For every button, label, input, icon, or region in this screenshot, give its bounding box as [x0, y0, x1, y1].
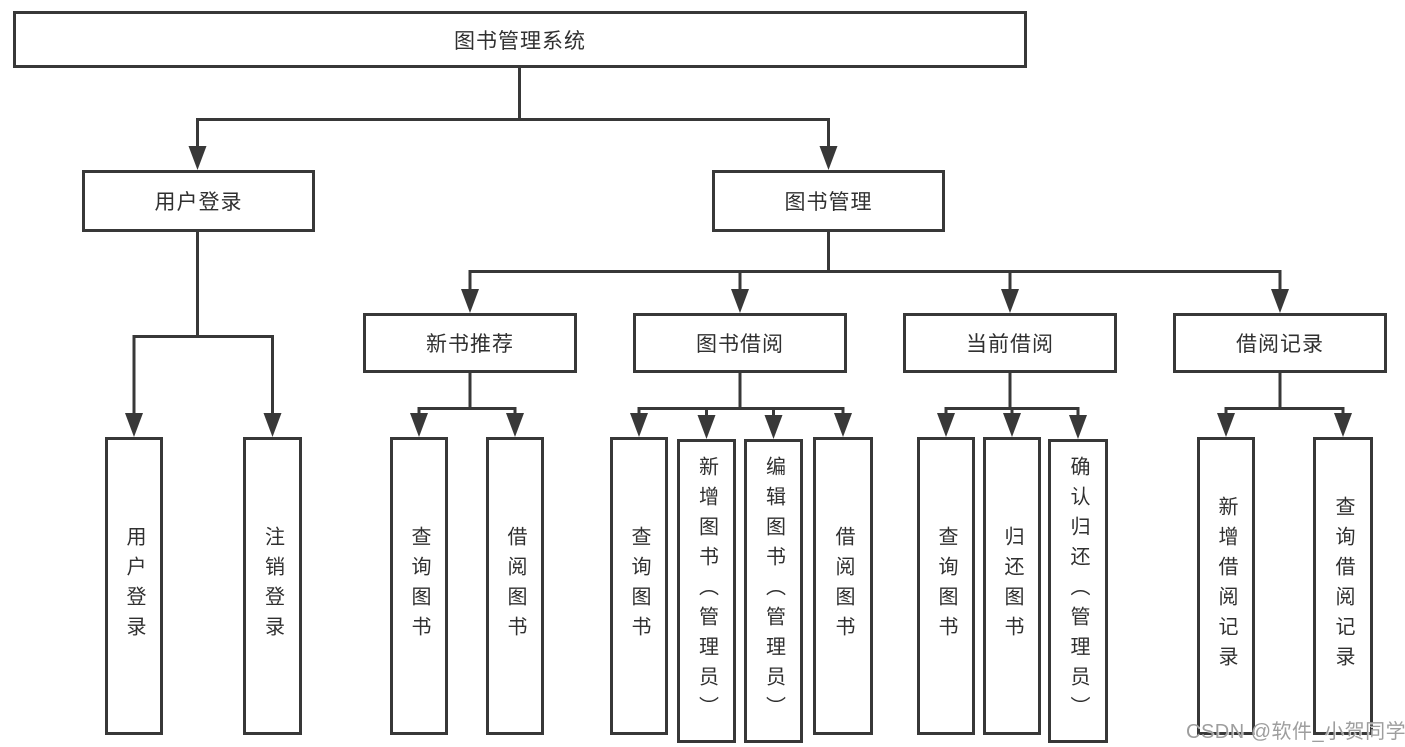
leaf-label: 编辑图书（管理员） [762, 456, 785, 726]
leaf-current-confirm-return-admin: 确认归还（管理员） [1048, 439, 1108, 743]
leaf-label: 新增借阅记录 [1215, 496, 1237, 676]
connector-recommendation-children [417, 373, 517, 416]
arrowhead-icon [937, 413, 955, 437]
leaf-label: 借阅图书 [504, 526, 526, 646]
node-book-borrowing: 图书借阅 [633, 313, 847, 373]
node-label: 图书借阅 [696, 333, 784, 356]
leaf-label: 用户登录 [123, 526, 145, 646]
node-label: 用户登录 [154, 191, 243, 214]
leaf-borrowing-borrow-books: 借阅图书 [813, 437, 873, 735]
node-label: 借阅记录 [1236, 333, 1324, 356]
connector-root-to-level2 [196, 68, 830, 148]
leaf-records-query-record: 查询借阅记录 [1313, 437, 1373, 735]
arrowhead-icon [630, 413, 648, 437]
leaf-logout-login: 注销登录 [243, 437, 302, 735]
arrowhead-icon [410, 413, 428, 437]
arrowhead-icon [819, 146, 838, 170]
leaf-label: 查询图书 [935, 526, 957, 646]
leaf-borrowing-add-books-admin: 新增图书（管理员） [677, 439, 736, 743]
node-book-management: 图书管理 [712, 170, 945, 232]
arrowhead-icon [1003, 413, 1021, 437]
connector-borrowing-children [637, 373, 845, 418]
arrowhead-icon [1001, 289, 1019, 313]
arrowheads [125, 146, 1352, 439]
leaf-borrowing-query-books: 查询图书 [610, 437, 668, 735]
arrowhead-icon [764, 415, 783, 439]
arrowhead-icon [188, 146, 207, 170]
arrowhead-icon [731, 289, 749, 313]
connector-records-children [1224, 373, 1345, 416]
node-new-book-recommendation: 新书推荐 [363, 313, 577, 373]
leaf-label: 注销登录 [261, 526, 284, 646]
leaf-label: 查询图书 [628, 526, 650, 646]
connector-current-borrowing-children [944, 373, 1080, 418]
leaf-label: 借阅图书 [832, 526, 854, 646]
node-label: 当前借阅 [966, 333, 1054, 356]
connector-book-management-to-level3 [468, 232, 1282, 291]
leaf-label: 归还图书 [1001, 526, 1023, 646]
arrowhead-icon [1271, 289, 1289, 313]
arrowhead-icon [1217, 413, 1235, 437]
leaf-label: 查询图书 [408, 526, 430, 646]
leaf-label: 查询借阅记录 [1332, 496, 1354, 676]
node-library-management-system: 图书管理系统 [13, 11, 1027, 68]
node-label: 图书管理系统 [454, 29, 586, 53]
connector-user-login-children [132, 232, 274, 415]
leaf-label: 确认归还（管理员） [1067, 456, 1089, 726]
leaf-recommend-borrow-books: 借阅图书 [486, 437, 544, 735]
leaf-user-login: 用户登录 [105, 437, 163, 735]
arrowhead-icon [697, 415, 716, 439]
node-label: 图书管理 [784, 191, 873, 214]
arrowhead-icon [461, 289, 479, 313]
leaf-label: 新增图书（管理员） [695, 456, 718, 726]
node-current-borrowing: 当前借阅 [903, 313, 1117, 373]
leaf-current-return-books: 归还图书 [983, 437, 1041, 735]
watermark: CSDN @软件_小贺同学 [1186, 721, 1405, 743]
arrowhead-icon [1334, 413, 1352, 437]
leaf-current-query-books: 查询图书 [917, 437, 975, 735]
arrowhead-icon [506, 413, 524, 437]
leaf-recommend-query-books: 查询图书 [390, 437, 448, 735]
leaf-borrowing-edit-books-admin: 编辑图书（管理员） [744, 439, 803, 743]
node-user-login: 用户登录 [82, 170, 315, 232]
node-label: 新书推荐 [426, 333, 514, 356]
arrowhead-icon [1069, 415, 1087, 439]
leaf-records-add-record: 新增借阅记录 [1197, 437, 1255, 735]
arrowhead-icon [834, 413, 852, 437]
node-borrowing-records: 借阅记录 [1173, 313, 1387, 373]
arrowhead-icon [263, 413, 282, 437]
arrowhead-icon [125, 413, 143, 437]
